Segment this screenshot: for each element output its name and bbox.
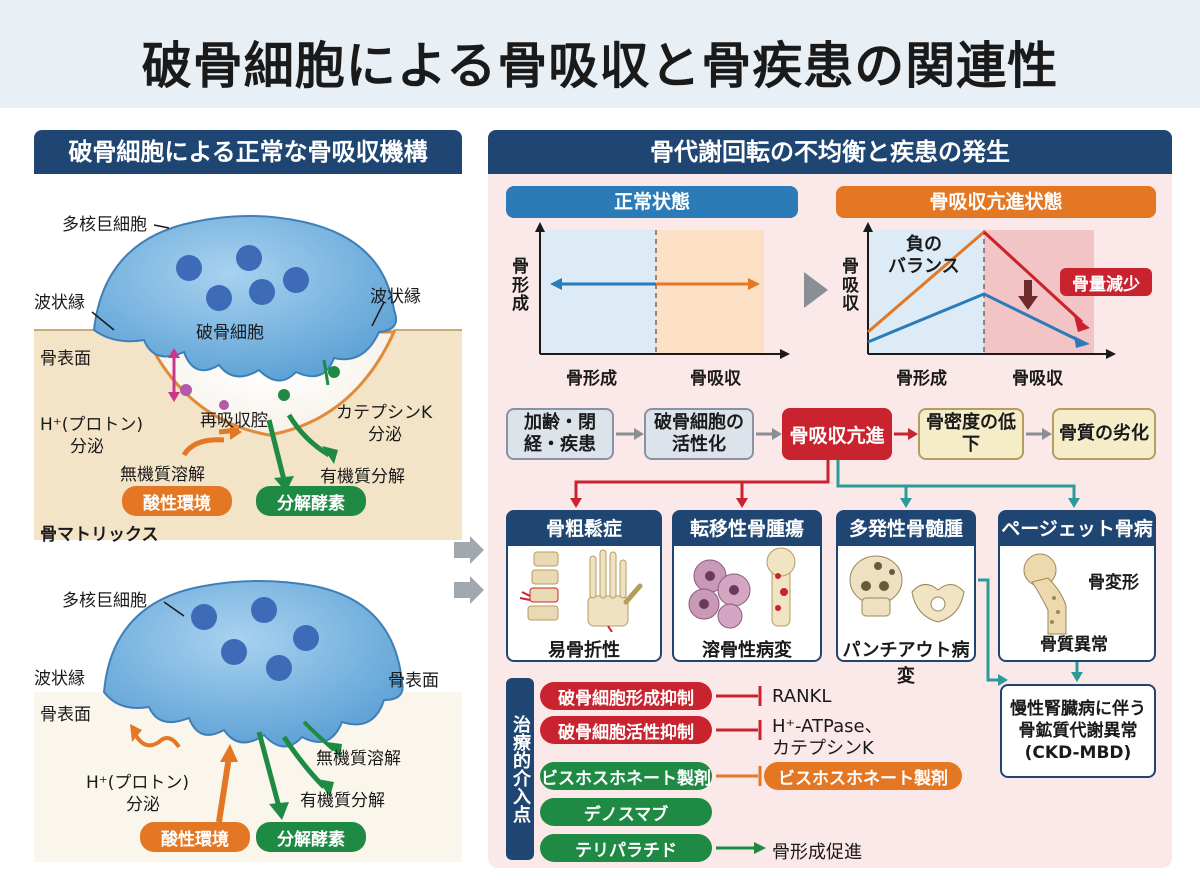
graph-chevron (804, 272, 828, 308)
nucleus (221, 639, 247, 665)
disease-paget: ページェット骨病 骨変形 骨質異常 (998, 510, 1156, 662)
neg-balance-b: バランス (888, 256, 960, 277)
target-hatpase: H⁺-ATPase、 (772, 716, 883, 737)
disease-osteoporosis: 骨粗鬆症 易骨折性 (506, 510, 662, 662)
disease-finding: パンチアウト病変 (842, 640, 970, 687)
osteoclast-cell-top (92, 215, 398, 382)
right-header: 骨代謝回転の不均衡と疾患の発生 (488, 130, 1172, 174)
disease-finding: 易骨折性 (548, 640, 620, 661)
flow-aging: 加齢・閉経・疾患 (506, 408, 614, 460)
flow-activation: 破骨細胞の活性化 (644, 408, 754, 460)
enzyme-badge-b: 分解酵素 (256, 822, 366, 852)
treatment-label: 治療的介入点 (506, 678, 534, 860)
label-organic: 有機質分解 (320, 467, 405, 487)
normal-state-graph (535, 222, 790, 359)
label-proton-secretion-b: 分泌 (126, 795, 160, 815)
tx-teriparatide: テリパラチド (540, 834, 712, 862)
excess-state-label: 骨吸収亢進状態 (836, 186, 1156, 218)
nucleus (206, 285, 232, 311)
label-bone-matrix: 骨マトリックス (40, 525, 159, 545)
label-cathepsin: カテプシンK (336, 403, 433, 423)
disease-name: 転移性骨腫瘍 (674, 512, 820, 546)
ckd-connectors (978, 578, 1083, 686)
normal-x2: 骨吸収 (690, 369, 741, 389)
bone-loss-badge: 骨量減少 (1060, 268, 1152, 296)
disease-metastatic-tumor: 転移性骨腫瘍 溶骨性病変 (672, 510, 822, 662)
nucleus (266, 655, 292, 681)
excess-y-label: 骨吸収 (842, 257, 859, 315)
skull-pelvis-icon (849, 555, 965, 623)
osteoclast-top-illustration (34, 215, 462, 540)
nucleus (176, 255, 202, 281)
label-osteoclast: 破骨細胞 (196, 323, 264, 343)
osteoclast-bottom-illustration (34, 580, 462, 862)
target-bone-formation: 骨形成促進 (772, 842, 862, 863)
target-bisphosphonate: ビスホスホネート製剤 (764, 762, 962, 790)
label-ruffled-left: 波状縁 (34, 293, 85, 313)
tx-bisphosphonate: ビスホスホネート製剤 (540, 762, 712, 790)
label-lacuna: 再吸収腔 (200, 411, 268, 431)
flow-quality: 骨質の劣化 (1052, 408, 1156, 460)
nucleus (283, 267, 309, 293)
excess-x2: 骨吸収 (1012, 369, 1063, 389)
left-header: 破骨細胞による正常な骨吸収機構 (34, 130, 462, 174)
disease-name: ページェット骨病 (1000, 512, 1154, 546)
nucleus (249, 279, 275, 305)
disease-name: 骨粗鬆症 (508, 512, 660, 546)
flow-density: 骨密度の低下 (918, 408, 1024, 460)
nucleus (236, 245, 262, 271)
label-cathepsin-secretion: 分泌 (368, 425, 402, 445)
normal-state-label: 正常状態 (506, 186, 798, 218)
disease-name: 多発性骨髄腫 (838, 512, 974, 546)
panel-arrows (454, 536, 484, 604)
tx-denosumab: デノスマブ (540, 798, 712, 826)
ckd-mbd-box: 慢性腎臓病に伴う骨鉱質代謝異常(CKD-MBD) (1000, 684, 1156, 778)
disease-myeloma: 多発性骨髄腫 パンチアウト病変 (836, 510, 976, 687)
page-title: 破骨細胞による骨吸収と骨疾患の関連性 (141, 37, 1059, 95)
tumor-bone-icon (688, 547, 796, 629)
target-rankl: RANKL (772, 686, 832, 707)
tx-inhibit-formation: 破骨細胞形成抑制 (540, 682, 712, 710)
label-proton-secretion: 分泌 (70, 437, 104, 457)
label-proton-b: H⁺(プロトン) (86, 773, 190, 793)
excess-x1: 骨形成 (896, 369, 947, 389)
disease-finding: 溶骨性病変 (702, 640, 792, 661)
excess-state-graph (863, 222, 1116, 359)
acidic-env-badge-b: 酸性環境 (140, 822, 250, 852)
label-inorganic: 無機質溶解 (120, 465, 205, 485)
nucleus (293, 625, 319, 651)
flow-connectors (570, 428, 1080, 508)
tx-inhibit-activity: 破骨細胞活性抑制 (540, 716, 712, 744)
treatment-connectors (716, 686, 766, 854)
osteoclast-cell-bottom (102, 580, 404, 748)
normal-x1: 骨形成 (566, 369, 617, 389)
title-band (0, 0, 1200, 108)
acidic-env-badge: 酸性環境 (122, 486, 232, 516)
label-proton: H⁺(プロトン) (40, 415, 144, 435)
neg-balance-a: 負の (906, 234, 942, 255)
flow-excess: 骨吸収亢進 (782, 408, 892, 460)
label-ruffled-right: 波状縁 (370, 287, 421, 307)
label-bone-surface: 骨表面 (40, 349, 91, 369)
enzyme-badge: 分解酵素 (256, 486, 366, 516)
label-giant-cell-b: 多核巨細胞 (62, 591, 147, 611)
target-cathepsin: カテプシンK (772, 738, 874, 759)
label-giant-cell: 多核巨細胞 (62, 215, 147, 235)
nucleus (191, 604, 217, 630)
label-bone-surface-r: 骨表面 (388, 671, 439, 691)
nucleus (251, 597, 277, 623)
paget-deformity: 骨変形 (1088, 573, 1139, 593)
spine-hand-icon (519, 549, 643, 633)
label-inorganic-b: 無機質溶解 (316, 749, 401, 769)
label-organic-b: 有機質分解 (300, 791, 385, 811)
label-ruffled-b: 波状縁 (34, 669, 85, 689)
femur-icon (1023, 553, 1067, 635)
paget-quality: 骨質異常 (1040, 635, 1108, 655)
label-bone-surface-l: 骨表面 (40, 705, 91, 725)
normal-y-label: 骨形成 (512, 257, 529, 315)
